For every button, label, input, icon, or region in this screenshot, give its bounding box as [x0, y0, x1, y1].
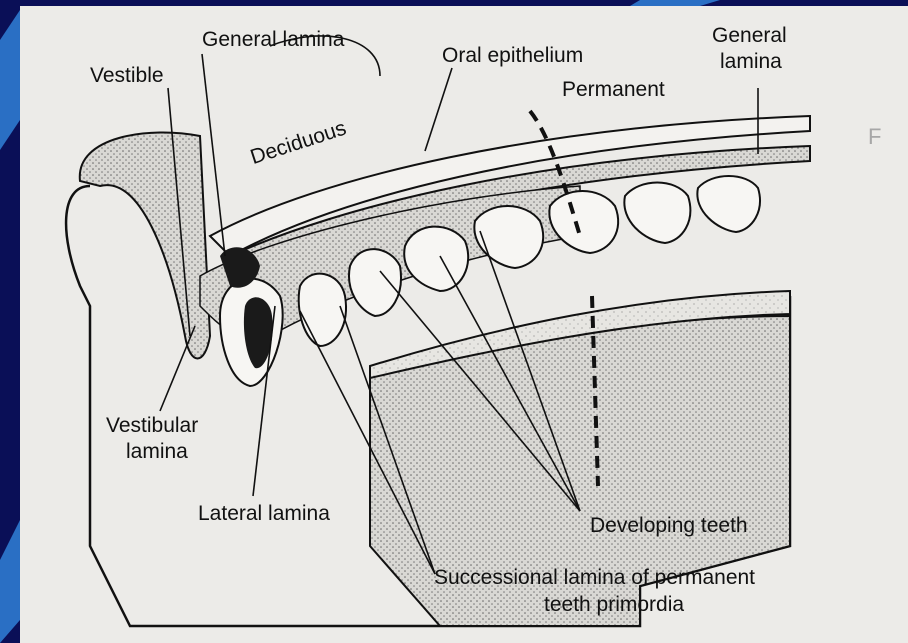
leader-vestibular-lamina [160, 326, 195, 411]
tooth-bud-8 [697, 176, 760, 232]
tooth-bud-4 [404, 227, 468, 291]
label-vestibular-lamina-2: lamina [126, 440, 188, 464]
label-vestibular-lamina-1: Vestibular [106, 414, 198, 438]
tooth-bud-7 [624, 183, 690, 244]
textbook-figure: F [20, 6, 908, 643]
stripe-left-top [0, 10, 20, 150]
label-lateral-lamina: Lateral lamina [198, 502, 330, 526]
label-general-lamina-right-2: lamina [720, 50, 782, 74]
tooth-bud-3 [349, 249, 401, 316]
tooth-bud-2 [299, 274, 346, 346]
tooth-bud-6 [549, 191, 618, 253]
stripe-left-bottom [0, 520, 20, 643]
tooth-bud-5 [474, 206, 543, 268]
label-developing-teeth: Developing teeth [590, 514, 748, 538]
label-permanent: Permanent [562, 78, 665, 102]
label-oral-epithelium: Oral epithelium [442, 44, 583, 68]
label-successional-lamina-2: teeth primordia [544, 593, 684, 617]
label-vestible: Vestible [90, 64, 164, 88]
label-successional-lamina-1: Successional lamina of permanent [434, 566, 755, 590]
label-general-lamina-left: General lamina [202, 28, 344, 52]
tooth-development-diagram [20, 6, 908, 643]
leader-oral-epithelium [425, 68, 452, 151]
vestibule-lip [80, 132, 210, 358]
label-general-lamina-right-1: General [712, 24, 787, 48]
